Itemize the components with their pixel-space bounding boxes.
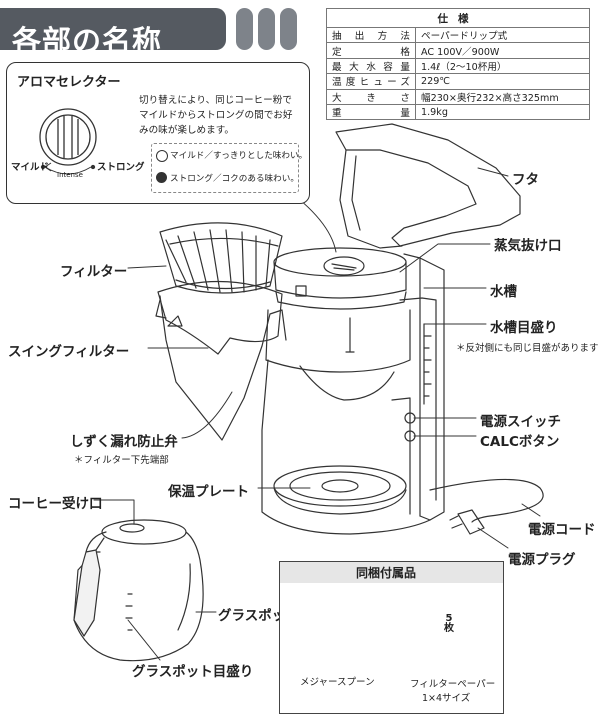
spoon-label: メジャースプーン bbox=[300, 677, 375, 688]
label-glass-pot: グラスポット bbox=[218, 608, 299, 624]
spec-row: 大きさ幅230×奥行232×高さ325mm bbox=[326, 88, 590, 105]
accessories-box: 同梱付属品 メジャースプーン フィルターペーパー 1×4サイズ 5 枚 bbox=[279, 561, 504, 714]
aroma-description: 切り替えにより、同じコーヒー粉で マイルドからストロングの間でお好 みの味が楽し… bbox=[139, 95, 293, 136]
housing-top-drawing bbox=[273, 247, 407, 310]
aroma-title: アロマセレクター bbox=[17, 75, 121, 90]
label-lid: フタ bbox=[512, 172, 539, 188]
label-drip-note: ＊フィルター下先端部 bbox=[74, 455, 169, 466]
paper-size-label: 1×4サイズ bbox=[422, 693, 471, 704]
label-warming-plate: 保温プレート bbox=[168, 484, 249, 500]
label-power-cord: 電源コード bbox=[528, 522, 596, 538]
label-pot-gauge: グラスポット目盛り bbox=[132, 664, 254, 680]
aroma-selector-callout: アロマセレクター マイルド ストロング Intense 切り替えにより、同じコー… bbox=[6, 62, 310, 204]
accessories-title-bar bbox=[280, 562, 503, 583]
title-bar: 各部の名称 bbox=[0, 8, 226, 58]
strong-label: ストロング bbox=[97, 162, 145, 173]
title-pill-1 bbox=[236, 8, 253, 50]
glass-pot-drawing bbox=[73, 519, 204, 662]
label-swing-filter: スイングフィルター bbox=[8, 344, 130, 360]
label-gauge-note: ＊反対側にも同じ目盛があります bbox=[456, 343, 599, 354]
label-steam-vent: 蒸気抜け口 bbox=[494, 238, 562, 254]
water-tank-drawing bbox=[399, 253, 445, 521]
label-power-switch: 電源スイッチ bbox=[480, 414, 561, 430]
mild-desc: マイルド／すっきりとした味わい。 bbox=[170, 151, 308, 161]
strong-desc: ストロング／コクのある味わい。 bbox=[170, 174, 299, 184]
paper-count: 5 枚 bbox=[444, 613, 454, 634]
intense-label: Intense bbox=[57, 171, 83, 179]
power-cord-drawing bbox=[429, 478, 544, 535]
label-drip-stop-valve: しずく漏れ防止弁 bbox=[70, 434, 178, 450]
label-power-plug: 電源プラグ bbox=[508, 552, 576, 568]
strong-bean-icon bbox=[156, 172, 167, 183]
lid-drawing bbox=[335, 123, 521, 249]
housing-body-drawing bbox=[261, 309, 431, 535]
label-coffee-inlet: コーヒー受け口 bbox=[8, 496, 103, 512]
aroma-legend: マイルド／すっきりとした味わい。 ストロング／コクのある味わい。 bbox=[151, 143, 307, 193]
accessories-title: 同梱付属品 bbox=[356, 566, 417, 580]
warming-plate-drawing bbox=[273, 465, 407, 515]
title-pill-2 bbox=[258, 8, 275, 50]
mild-label: マイルド bbox=[11, 162, 50, 173]
label-tank-gauge: 水槽目盛り bbox=[490, 320, 558, 336]
leader-lines bbox=[93, 167, 541, 661]
label-water-tank: 水槽 bbox=[490, 284, 517, 300]
page-title: 各部の名称 bbox=[12, 24, 163, 58]
mild-bean-icon bbox=[156, 150, 168, 162]
label-calc-button: CALCボタン bbox=[480, 434, 560, 450]
swing-filter-drawing bbox=[155, 222, 287, 441]
title-pill-3 bbox=[280, 8, 297, 50]
paper-label: フィルターペーパー bbox=[410, 679, 496, 690]
label-filter: フィルター bbox=[60, 264, 128, 280]
aroma-dial-icon bbox=[39, 108, 97, 175]
